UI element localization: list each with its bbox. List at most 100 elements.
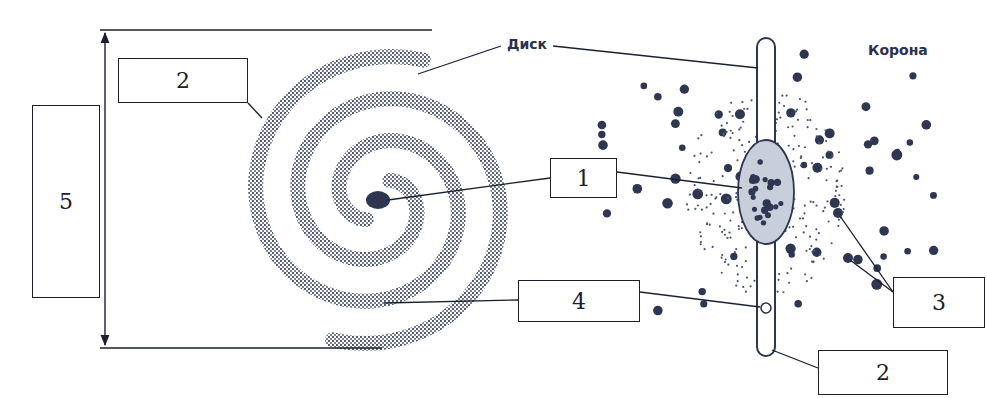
halo-star <box>712 246 714 248</box>
bulge-cluster <box>761 220 766 225</box>
halo-star <box>721 272 723 274</box>
globular-cluster <box>680 85 689 94</box>
halo-star <box>724 234 726 236</box>
halo-star <box>735 196 737 198</box>
globular-cluster <box>632 184 642 194</box>
halo-star <box>738 228 740 230</box>
globular-cluster <box>719 128 727 136</box>
callout-number: 3 <box>932 290 946 315</box>
globular-cluster <box>812 163 822 173</box>
globular-cluster <box>598 131 605 138</box>
globular-cluster <box>815 135 824 144</box>
halo-star <box>805 250 807 252</box>
callout-box: 3 <box>893 277 985 328</box>
halo-star <box>711 194 713 196</box>
halo-star <box>825 179 827 181</box>
halo-star <box>803 212 805 214</box>
halo-star <box>825 140 827 142</box>
globular-cluster <box>654 93 662 101</box>
halo-star <box>796 109 798 111</box>
halo-star <box>815 228 817 230</box>
halo-star <box>818 232 820 234</box>
halo-star <box>813 261 815 263</box>
globular-cluster <box>812 248 821 257</box>
halo-star <box>735 285 737 287</box>
halo-star <box>820 168 822 170</box>
halo-star <box>699 177 701 179</box>
halo-star <box>776 291 778 293</box>
callout-box: 4 <box>518 280 640 322</box>
callout-box: 1 <box>550 158 617 198</box>
globular-cluster <box>794 300 802 308</box>
globular-cluster <box>692 189 703 200</box>
halo-star <box>719 193 721 195</box>
bulge-cluster <box>749 176 757 184</box>
callout-box: 2 <box>118 58 248 103</box>
halo-star <box>818 142 820 144</box>
halo-star <box>722 132 724 134</box>
halo-star <box>831 155 833 157</box>
spiral-arms <box>256 57 501 344</box>
spiral-arm <box>298 99 501 344</box>
globular-cluster <box>913 174 919 180</box>
halo-star <box>689 193 691 195</box>
halo-star <box>804 146 806 148</box>
halo-star <box>804 101 806 103</box>
halo-star <box>720 125 722 127</box>
halo-star <box>815 238 817 240</box>
halo-star <box>838 151 840 153</box>
globular-cluster <box>800 50 809 59</box>
bulge-cluster <box>761 207 768 214</box>
halo-star <box>794 166 796 168</box>
halo-star <box>812 261 814 263</box>
halo-star <box>748 141 750 143</box>
callout-number: 4 <box>572 289 586 314</box>
halo-star <box>746 277 748 279</box>
bulge-cluster <box>763 177 768 182</box>
halo-star <box>813 249 815 251</box>
halo-star <box>742 121 744 123</box>
halo-star <box>792 125 794 127</box>
halo-star <box>835 190 837 192</box>
halo-star <box>727 197 729 199</box>
bulge-cluster <box>748 188 755 195</box>
halo-star <box>699 231 701 233</box>
halo-star <box>687 209 689 211</box>
halo-star <box>728 232 730 234</box>
halo-star <box>737 273 739 275</box>
halo-star <box>815 128 817 130</box>
halo-star <box>697 204 699 206</box>
globular-cluster <box>673 107 683 117</box>
halo-star <box>811 251 813 253</box>
halo-star <box>823 258 825 260</box>
halo-star <box>741 266 743 268</box>
halo-star <box>686 203 688 205</box>
halo-star <box>792 226 794 228</box>
halo-star <box>809 248 811 250</box>
callout-box: 5 <box>32 105 100 298</box>
halo-star <box>781 95 783 97</box>
halo-star <box>834 195 836 197</box>
halo-star <box>788 145 790 147</box>
halo-star <box>741 227 743 229</box>
halo-star <box>738 139 740 141</box>
globular-cluster <box>735 109 745 119</box>
halo-star <box>724 212 726 214</box>
globular-cluster <box>865 167 873 175</box>
halo-star <box>797 119 799 121</box>
callout-box: 2 <box>818 350 948 395</box>
halo-star <box>795 236 797 238</box>
leader-line <box>840 216 893 292</box>
halo-star <box>809 119 811 121</box>
halo-star <box>710 203 712 205</box>
halo-star <box>812 201 814 203</box>
halo-star <box>838 170 840 172</box>
halo-star <box>837 225 839 227</box>
halo-star <box>738 128 740 130</box>
halo-star <box>700 235 702 237</box>
globular-cluster <box>864 140 872 148</box>
halo-star <box>826 200 828 202</box>
halo-star <box>745 246 747 248</box>
halo-star <box>798 145 800 147</box>
